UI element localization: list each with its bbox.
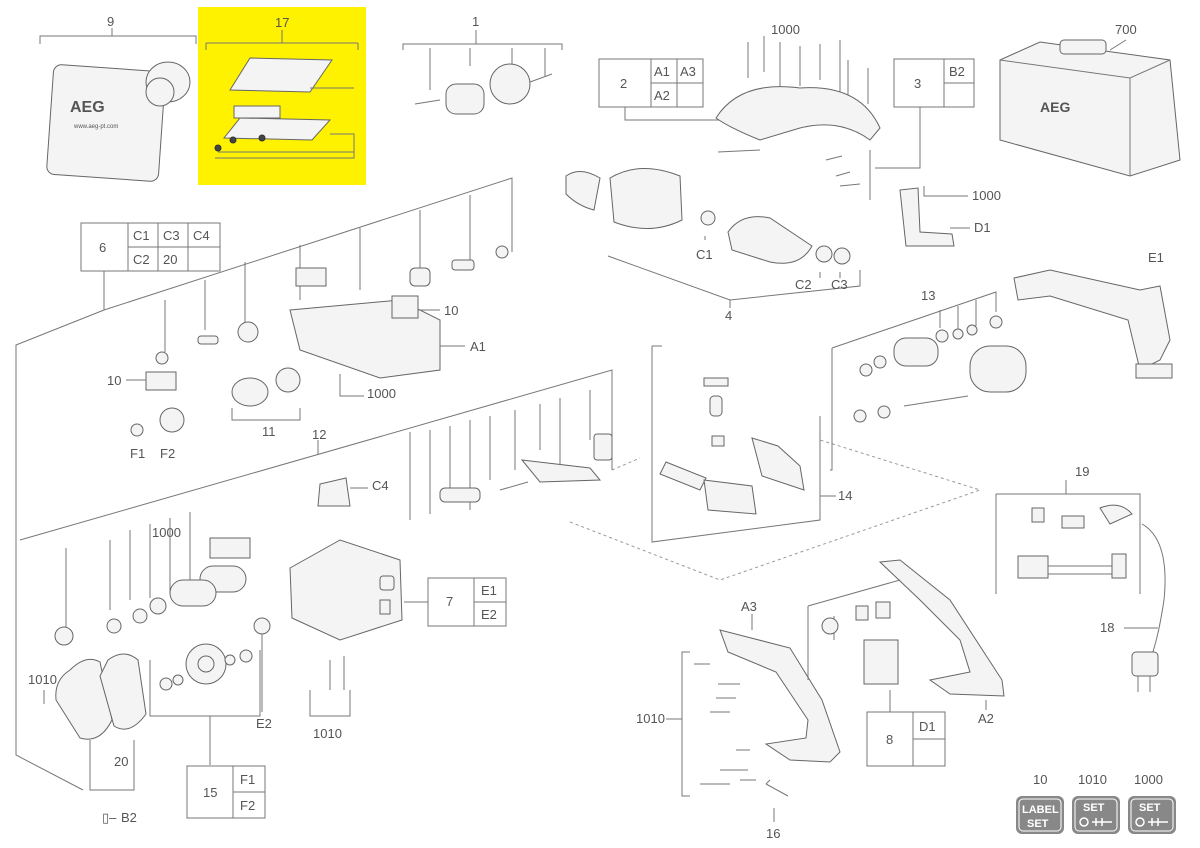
label-14: 14 [838, 488, 852, 503]
label-1010-b: 1010 [313, 726, 342, 741]
label-D1: D1 [974, 220, 991, 235]
label-C1: C1 [696, 247, 713, 262]
cutter-part [317, 477, 351, 507]
svg-text:8: 8 [886, 732, 893, 747]
label-1000-d: 1000 [972, 188, 1001, 203]
svg-text:E2: E2 [481, 607, 497, 622]
label-B2: B2 [121, 810, 137, 825]
svg-text:15: 15 [203, 785, 217, 800]
label-17: 17 [275, 15, 289, 30]
label-1010-a: 1010 [28, 672, 57, 687]
svg-text:B2: B2 [949, 64, 965, 79]
rating-plate-part [46, 64, 166, 182]
svg-text:C1: C1 [133, 228, 150, 243]
svg-text:A1: A1 [654, 64, 670, 79]
svg-text:2: 2 [620, 76, 627, 91]
svg-text:SET: SET [1083, 802, 1105, 814]
label-11: 11 [262, 424, 276, 439]
label-E1: E1 [1148, 250, 1164, 265]
ref-box-2: 2 A1 A3 A2 [598, 58, 704, 108]
svg-text:D1: D1 [919, 719, 936, 734]
label-1000-c: 1000 [152, 525, 181, 540]
label-C3: C3 [831, 277, 848, 292]
ref-box-15: 15 F1 F2 [186, 765, 266, 819]
armature-part [727, 216, 813, 264]
svg-text:A2: A2 [654, 88, 670, 103]
handle-half-right-part [878, 559, 1005, 697]
screw-set-icon-1000: SET [1128, 796, 1176, 834]
label-C2: C2 [795, 277, 812, 292]
field-stator-part [609, 167, 683, 230]
switch-part [899, 187, 955, 247]
case-logo: AEG [1040, 99, 1070, 115]
label-1010-d: 1010 [1078, 772, 1107, 787]
label-20: 20 [114, 754, 128, 769]
ref-box-7: 7 E1 E2 [427, 577, 507, 627]
label-10-c: 10 [1033, 772, 1047, 787]
label-16: 16 [766, 826, 780, 841]
svg-text:LABEL: LABEL [1022, 804, 1059, 816]
svg-text:7: 7 [446, 594, 453, 609]
label-13: 13 [921, 288, 935, 303]
label-18: 18 [1100, 620, 1114, 635]
svg-text:C3: C3 [163, 228, 180, 243]
label-9: 9 [107, 14, 114, 29]
label-1: 1 [472, 14, 479, 29]
label-E2: E2 [256, 716, 272, 731]
aeg-website: www.aeg-pt.com [73, 124, 118, 130]
label-A1: A1 [470, 339, 486, 354]
label-10-b: 10 [107, 373, 121, 388]
svg-text:A3: A3 [680, 64, 696, 79]
svg-text:SET: SET [1027, 818, 1049, 830]
svg-text:C4: C4 [193, 228, 210, 243]
svg-text:F2: F2 [240, 798, 255, 813]
transmission-housing-part [289, 539, 403, 641]
label-sheet-part [229, 57, 333, 93]
svg-text:▯–: ▯– [102, 810, 117, 825]
svg-text:6: 6 [99, 240, 106, 255]
label-1000-top: 1000 [771, 22, 800, 37]
label-C4: C4 [372, 478, 389, 493]
svg-text:C2: C2 [133, 252, 150, 267]
label-1010-c: 1010 [636, 711, 665, 726]
label-F1: F1 [130, 446, 145, 461]
svg-text:F1: F1 [240, 772, 255, 787]
label-1000-e: 1000 [1134, 772, 1163, 787]
carry-case-part [999, 41, 1181, 177]
label-set-icon: LABEL SET [1016, 796, 1064, 834]
label-1000-b: 1000 [367, 386, 396, 401]
ref-box-8: 8 D1 [866, 711, 946, 767]
handle-frame-part [1013, 269, 1171, 371]
svg-text:SET: SET [1139, 802, 1161, 814]
label-A2: A2 [978, 711, 994, 726]
label-F2: F2 [160, 446, 175, 461]
label-12: 12 [312, 427, 326, 442]
label-A3: A3 [741, 599, 757, 614]
svg-text:E1: E1 [481, 583, 497, 598]
handle-half-left-part [719, 629, 841, 763]
svg-text:3: 3 [914, 76, 921, 91]
label-plate-part [222, 117, 332, 141]
aeg-logo: AEG [70, 99, 105, 116]
motor-cover-part [715, 86, 881, 141]
ref-box-6: 6 C1 C3 C4 C2 20 [80, 222, 221, 272]
ref-box-3: 3 B2 [893, 58, 975, 108]
svg-text:20: 20 [163, 252, 177, 267]
screw-set-icon-1010: SET [1072, 796, 1120, 834]
label-10-a: 10 [444, 303, 458, 318]
label-700: 700 [1115, 22, 1137, 37]
label-19: 19 [1075, 464, 1089, 479]
label-4: 4 [725, 308, 732, 323]
